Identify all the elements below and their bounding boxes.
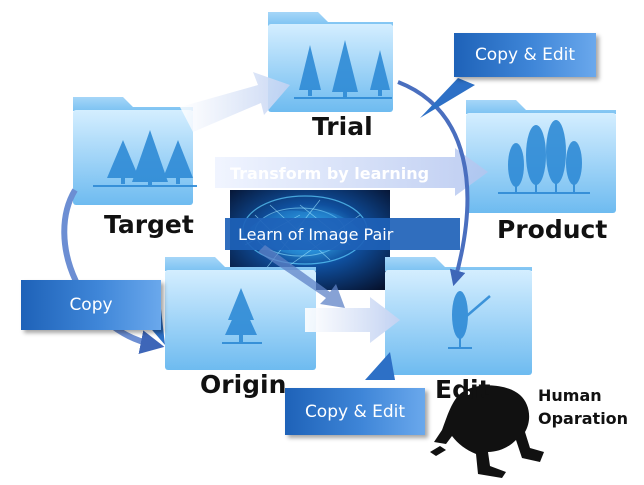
human-operation-line1: Human — [538, 386, 602, 405]
arrow-target-to-trial — [180, 72, 290, 132]
product-folder-icon — [466, 100, 616, 213]
folder-label-target: Target — [104, 210, 194, 239]
callout-pointer-bottom — [365, 352, 395, 380]
frog-icon — [430, 385, 544, 478]
human-operation-line2: Oparation — [538, 409, 629, 428]
target-folder-icon — [73, 97, 197, 205]
forest-icon — [93, 130, 197, 187]
pen-edit-icon — [448, 291, 491, 349]
learn-band-label: Learn of Image Pair — [238, 224, 394, 244]
arrow-trial-to-edit — [397, 80, 470, 287]
folder-label-origin: Origin — [200, 370, 287, 399]
folder-label-trial: Trial — [312, 112, 373, 141]
folder-label-product: Product — [497, 215, 608, 244]
arrow-learn-to-edit — [258, 245, 345, 308]
three-pine-trees-icon — [294, 40, 392, 99]
trial-folder-icon — [268, 12, 393, 112]
callout-pointer-top — [420, 78, 475, 118]
callout-copy-edit-bottom: Copy & Edit — [285, 388, 425, 435]
folder-label-edit: Edit — [435, 375, 491, 404]
learn-band-background — [225, 218, 460, 250]
single-pine-tree-icon — [222, 288, 262, 344]
origin-folder-icon — [165, 257, 316, 370]
callout-copy-edit-top: Copy & Edit — [454, 33, 596, 77]
edit-folder-icon — [385, 257, 532, 375]
callout-copy: Copy — [21, 280, 161, 330]
arrow-origin-to-edit — [305, 297, 400, 343]
transform-band-label: Transform by learning — [230, 163, 430, 183]
arrow-transform-to-product — [215, 148, 488, 196]
human-operation-label: Human Oparation — [538, 384, 628, 430]
cypress-trees-icon — [498, 120, 590, 194]
